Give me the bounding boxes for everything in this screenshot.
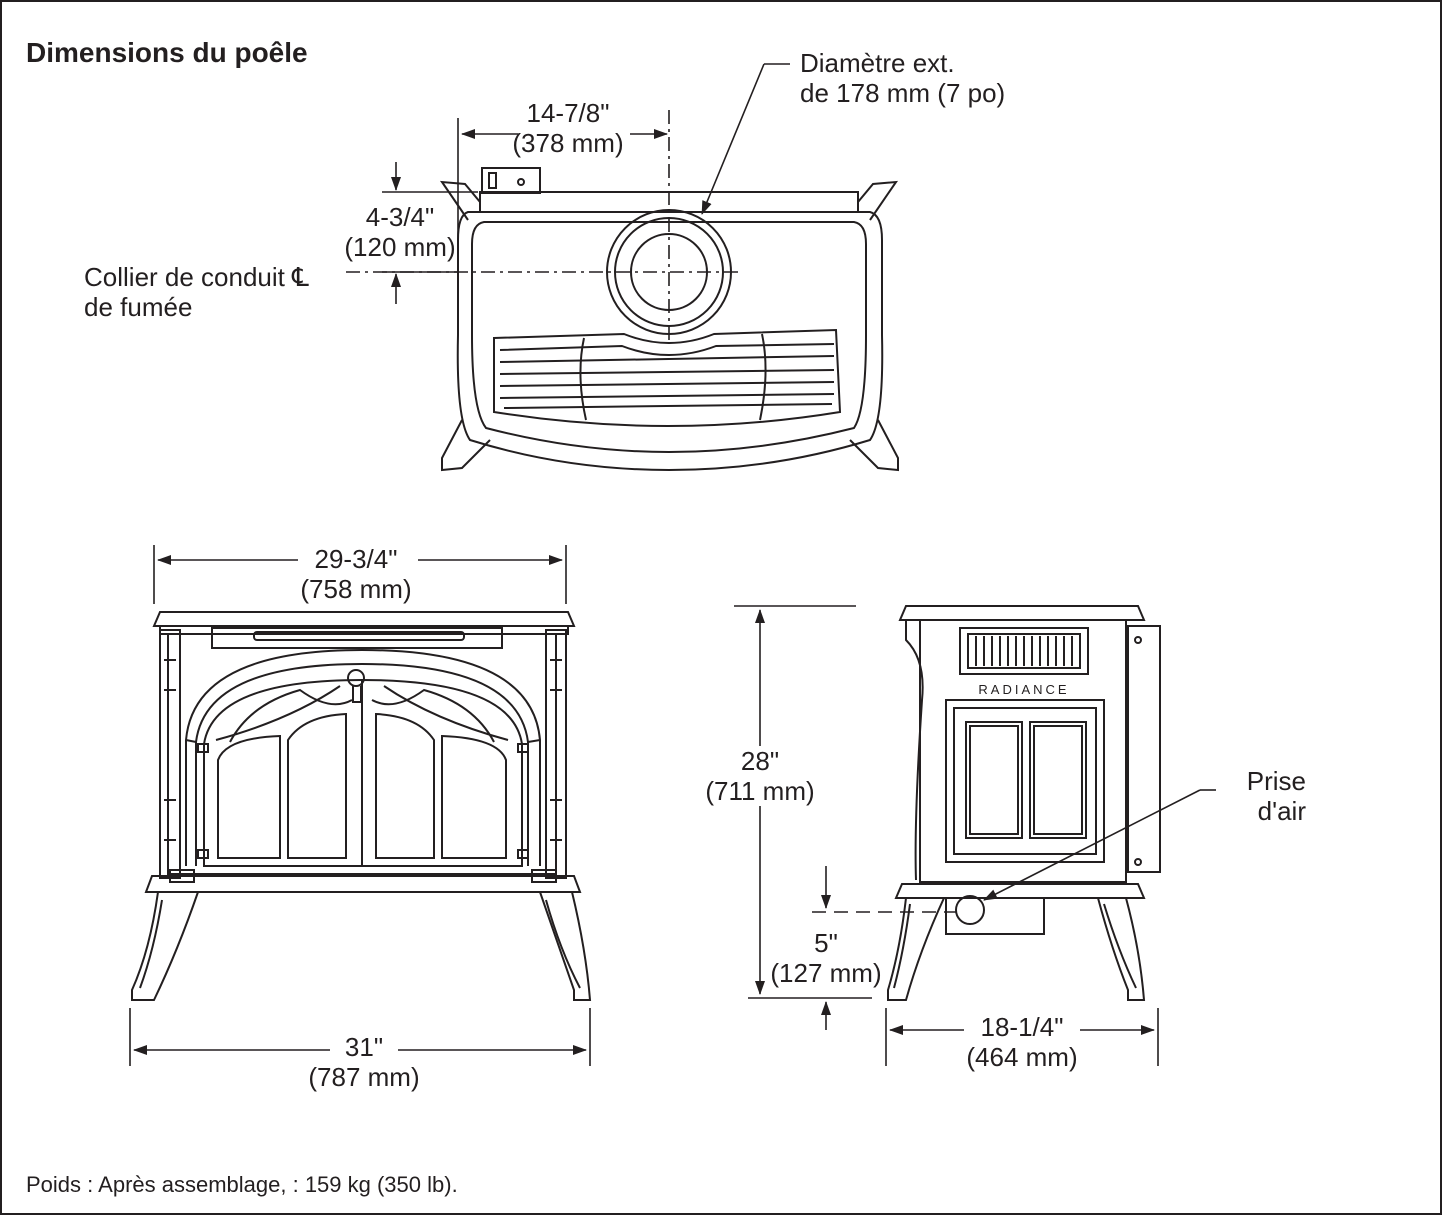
air-intake-label: Prise d'air [1246, 766, 1306, 826]
side-view-dimensions [734, 605, 1216, 1066]
weight-note: Poids : Après assemblage, : 159 kg (350 … [26, 1172, 458, 1197]
flue-offset-depth-dim: 4-3/4" (120 mm) [344, 202, 456, 262]
flue-offset-width-dim: 14-7/8" (378 mm) [512, 98, 624, 158]
base-width-dim: 31" (787 mm) [308, 1032, 420, 1092]
height-dim: 28" (711 mm) [705, 746, 815, 806]
flue-collar-label: Collier de conduit ℄ de fumée [84, 262, 309, 322]
page-title: Dimensions du poêle [26, 37, 308, 68]
side-view-stove [887, 605, 1161, 1001]
brand-plate: RADIANCE [978, 682, 1070, 697]
air-intake-height-dim: 5" (127 mm) [770, 928, 882, 988]
top-width-dim: 29-3/4" (758 mm) [300, 544, 412, 604]
front-view-stove [131, 611, 592, 1001]
front-view-dimensions [129, 545, 591, 1066]
top-view-stove [439, 167, 899, 472]
top-view-dimensions [346, 63, 790, 340]
flue-diameter-label: Diamètre ext. de 178 mm (7 po) [800, 48, 1006, 108]
depth-dim: 18-1/4" (464 mm) [966, 1012, 1078, 1072]
